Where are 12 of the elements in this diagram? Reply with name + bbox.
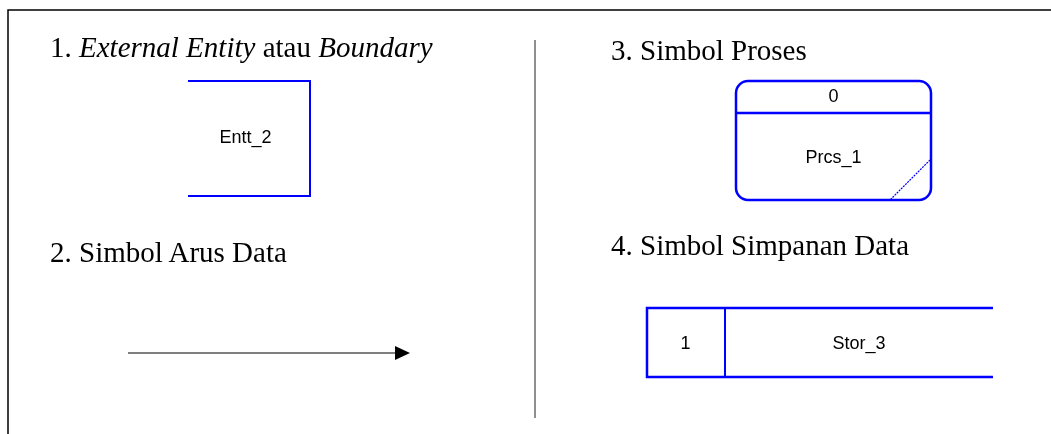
store-label: Stor_3 (831, 332, 887, 353)
section-heading: 4. Simbol Simpanan Data (611, 228, 910, 262)
process-number: 0 (827, 86, 840, 106)
data-store-box (646, 307, 993, 378)
external-entity-box (188, 80, 311, 197)
process-label: Prcs_1 (804, 147, 863, 167)
entity-label: Entt_2 (218, 126, 273, 147)
store-number: 1 (679, 332, 692, 353)
section-heading: 3. Simbol Proses (611, 33, 807, 67)
section-heading: 1. External Entity atau Boundary (50, 30, 433, 64)
process-box (735, 80, 932, 201)
section-heading: 2. Simbol Arus Data (50, 235, 287, 269)
